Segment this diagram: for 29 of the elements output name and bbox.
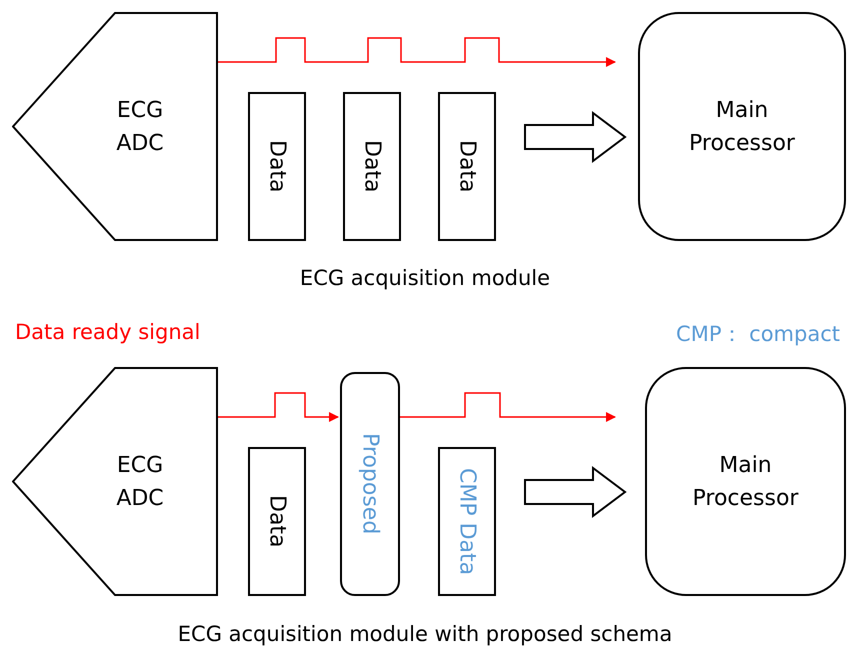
processor-box bbox=[638, 12, 846, 241]
node-label: Data bbox=[264, 140, 290, 193]
node-label: Main Processor bbox=[692, 452, 800, 512]
legend-note: Data ready signal bbox=[15, 320, 200, 344]
data-block bbox=[438, 447, 496, 596]
block-arrow bbox=[524, 466, 627, 518]
proposed-block bbox=[340, 372, 400, 596]
data-block bbox=[343, 92, 401, 241]
caption: ECG acquisition module bbox=[300, 266, 550, 290]
processor-box bbox=[645, 367, 846, 596]
node-label: ECG ADC bbox=[115, 96, 165, 158]
block-arrow bbox=[524, 111, 627, 163]
node-label: ECG ADC bbox=[115, 452, 165, 512]
signal-arrow bbox=[218, 37, 616, 67]
signal-arrow bbox=[218, 392, 339, 422]
node-label: Data bbox=[358, 140, 386, 193]
adc-block bbox=[12, 367, 218, 596]
signal-arrow bbox=[400, 392, 616, 422]
legend-note: CMP： compact bbox=[676, 321, 840, 348]
caption: ECG acquisition module with proposed schema bbox=[178, 622, 672, 646]
data-block bbox=[438, 92, 496, 241]
node-label: Data bbox=[264, 495, 290, 548]
node-label: Main Processor bbox=[688, 96, 796, 158]
node-label: Data bbox=[454, 140, 480, 193]
node-label: CMP Data bbox=[454, 468, 480, 576]
adc-block bbox=[12, 12, 218, 241]
node-label: Proposed bbox=[356, 433, 384, 535]
data-block bbox=[248, 92, 306, 241]
data-block bbox=[248, 447, 306, 596]
